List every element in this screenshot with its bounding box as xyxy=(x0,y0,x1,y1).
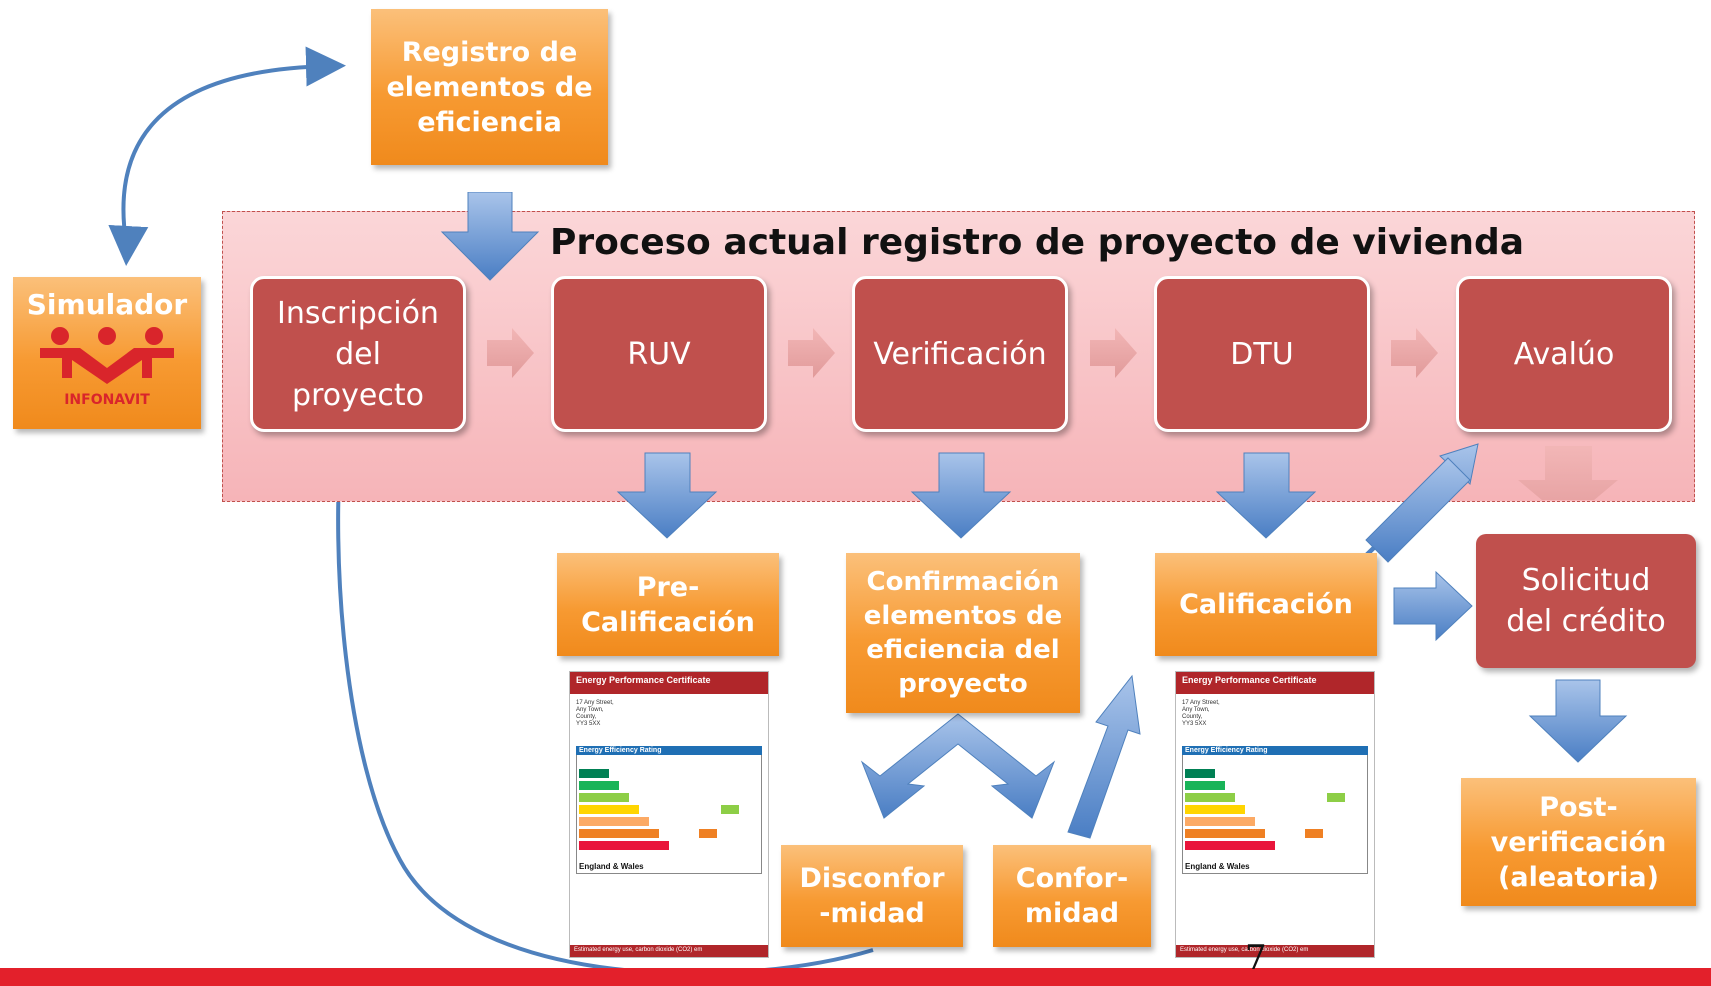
chevron-arrow-2 xyxy=(788,328,835,378)
simulador-box: Simulador INFONAVIT xyxy=(13,277,201,429)
step-verificacion: Verificación xyxy=(852,276,1068,432)
certificate-address: 17 Any Street, Any Town, County, YY3 5XX xyxy=(1182,700,1220,727)
infonavit-logo-icon xyxy=(40,327,174,384)
certificate-rating-header: Energy Efficiency Rating xyxy=(576,746,762,755)
confirmacion-split-arrow xyxy=(860,713,1056,819)
certificate-title: Energy Performance Certificate xyxy=(570,672,768,694)
verificacion-down-arrow xyxy=(910,452,1012,539)
calificacion-solicitud-arrow xyxy=(1393,570,1473,642)
solicitud-down-arrow xyxy=(1528,679,1628,763)
simulador-registro-curve xyxy=(121,46,346,249)
step-connectors xyxy=(487,328,1618,500)
certificate-title: Energy Performance Certificate xyxy=(1176,672,1374,694)
registro-down-arrow xyxy=(440,192,540,281)
footer-bar xyxy=(0,968,1711,986)
precalificacion-box: Pre- Calificación xyxy=(557,553,779,656)
registro-elementos-box: Registro de elementos de eficiencia xyxy=(371,9,608,165)
conformidad-box: Confor- midad xyxy=(993,845,1151,947)
chevron-arrow-1 xyxy=(487,328,534,378)
step-inscripcion: Inscripción del proyecto xyxy=(250,276,466,432)
solicitud-box: Solicitud del crédito xyxy=(1476,534,1696,668)
calificacion-box: Calificación xyxy=(1155,553,1377,656)
energy-certificate-1: Energy Performance Certificate 17 Any St… xyxy=(569,671,769,958)
certificate-rating-header: Energy Efficiency Rating xyxy=(1182,746,1368,755)
certificate-rating-chart: England & Wales xyxy=(1182,755,1368,874)
dtu-down-arrow xyxy=(1215,452,1317,539)
certificate-footer: Estimated energy use, carbon dioxide (CO… xyxy=(570,945,768,957)
confirmacion-box: Confirmación elementos de eficiencia del… xyxy=(846,553,1080,713)
avaluo-down-arrow xyxy=(1518,446,1618,500)
simulador-label: Simulador xyxy=(26,288,188,321)
energy-certificate-2: Energy Performance Certificate 17 Any St… xyxy=(1175,671,1375,958)
postverificacion-box: Post- verificación (aleatoria) xyxy=(1461,778,1696,906)
chevron-arrow-4 xyxy=(1391,328,1438,378)
certificate-region: England & Wales xyxy=(579,862,644,871)
step-avaluo: Avalúo xyxy=(1456,276,1672,432)
step-ruv: RUV xyxy=(551,276,767,432)
registro-simulador-curve-head xyxy=(108,224,149,266)
infonavit-logo-text: INFONAVIT xyxy=(64,392,150,408)
calificacion-avaluo-arrow-body xyxy=(1365,457,1471,563)
process-title: Proceso actual registro de proyecto de v… xyxy=(550,222,1525,263)
certificate-rating-chart: England & Wales xyxy=(576,755,762,874)
chevron-arrow-3 xyxy=(1090,328,1137,378)
conformidad-up-arrow xyxy=(1067,674,1141,839)
certificate-footer: Estimated energy use, carbon dioxide (CO… xyxy=(1176,945,1374,957)
certificate-region: England & Wales xyxy=(1185,862,1250,871)
page-number: 7 xyxy=(1245,938,1267,978)
ruv-down-arrow xyxy=(616,452,718,539)
disconformidad-box: Disconfor -midad xyxy=(781,845,963,947)
certificate-address: 17 Any Street, Any Town, County, YY3 5XX xyxy=(576,700,614,727)
step-dtu: DTU xyxy=(1154,276,1370,432)
